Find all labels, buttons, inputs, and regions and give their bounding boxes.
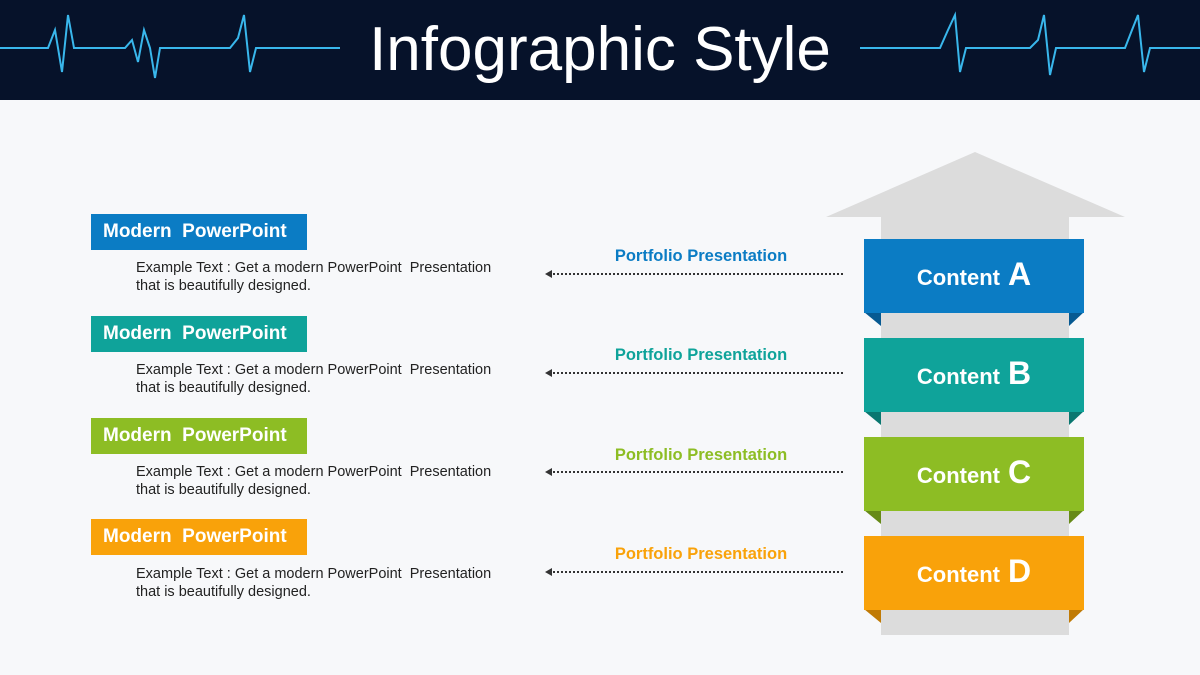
row-c-dotted-arrow [545,468,843,476]
page-title: Infographic Style [369,15,831,84]
row-d-portfolio-label: Portfolio Presentation [614,545,788,563]
row-c-label: Modern PowerPoint [91,418,307,454]
band-b-text: Content B [864,355,1084,392]
band-d-left-fold [864,609,881,623]
row-d-text-line1: Example Text : Get a modern PowerPoint P… [136,566,492,582]
row-d-text-line2: that is beautifully designed. [136,584,311,600]
header-banner: Infographic Style [0,0,1200,100]
band-d [864,536,1084,610]
band-c-left-fold [864,510,881,524]
heartbeat-right-icon [860,11,1200,76]
band-a-right-fold [1069,312,1084,326]
band-b [864,338,1084,412]
band-a [864,239,1084,313]
row-b-text-line1: Example Text : Get a modern PowerPoint P… [136,362,492,378]
row-a-dotted-arrow [545,270,843,278]
band-d-right-fold [1069,609,1084,623]
band-a-left-fold [864,312,881,326]
band-d-text: Content D [864,553,1084,590]
band-b-word: Content [916,364,1000,389]
band-c [864,437,1084,511]
row-c-text-line1: Example Text : Get a modern PowerPoint P… [136,464,492,480]
row-a-text-line2: that is beautifully designed. [136,278,311,294]
heartbeat-left-icon [0,14,340,79]
band-a-letter: A [1007,256,1032,292]
row-a-label: Modern PowerPoint [91,214,307,250]
row-d-dotted-arrow [545,568,843,576]
band-b-letter: B [1007,355,1032,391]
band-d-word: Content [916,562,1000,587]
band-b-right-fold [1069,411,1084,425]
band-a-word: Content [916,265,1000,290]
row-d-label: Modern PowerPoint [91,519,307,555]
row-b-label: Modern PowerPoint [91,316,307,352]
row-a-example-text: Example Text : Get a modern PowerPoint P… [136,259,526,295]
band-a-text: Content A [864,256,1084,293]
row-d-example-text: Example Text : Get a modern PowerPoint P… [136,565,526,601]
row-a-text-line1: Example Text : Get a modern PowerPoint P… [136,260,492,276]
up-arrow-head [826,152,1125,217]
row-c-example-text: Example Text : Get a modern PowerPoint P… [136,463,526,499]
band-c-right-fold [1069,510,1084,524]
row-b-portfolio-label: Portfolio Presentation [614,346,788,364]
row-c-text-line2: that is beautifully designed. [136,482,311,498]
band-c-word: Content [916,463,1000,488]
row-b-text-line2: that is beautifully designed. [136,380,311,396]
row-b-dotted-arrow [545,369,843,377]
band-b-left-fold [864,411,881,425]
row-a-portfolio-label: Portfolio Presentation [614,247,788,265]
band-d-letter: D [1007,553,1032,589]
row-c-portfolio-label: Portfolio Presentation [614,446,788,464]
row-b-example-text: Example Text : Get a modern PowerPoint P… [136,361,526,397]
band-c-text: Content C [864,454,1084,491]
band-c-letter: C [1007,454,1032,490]
